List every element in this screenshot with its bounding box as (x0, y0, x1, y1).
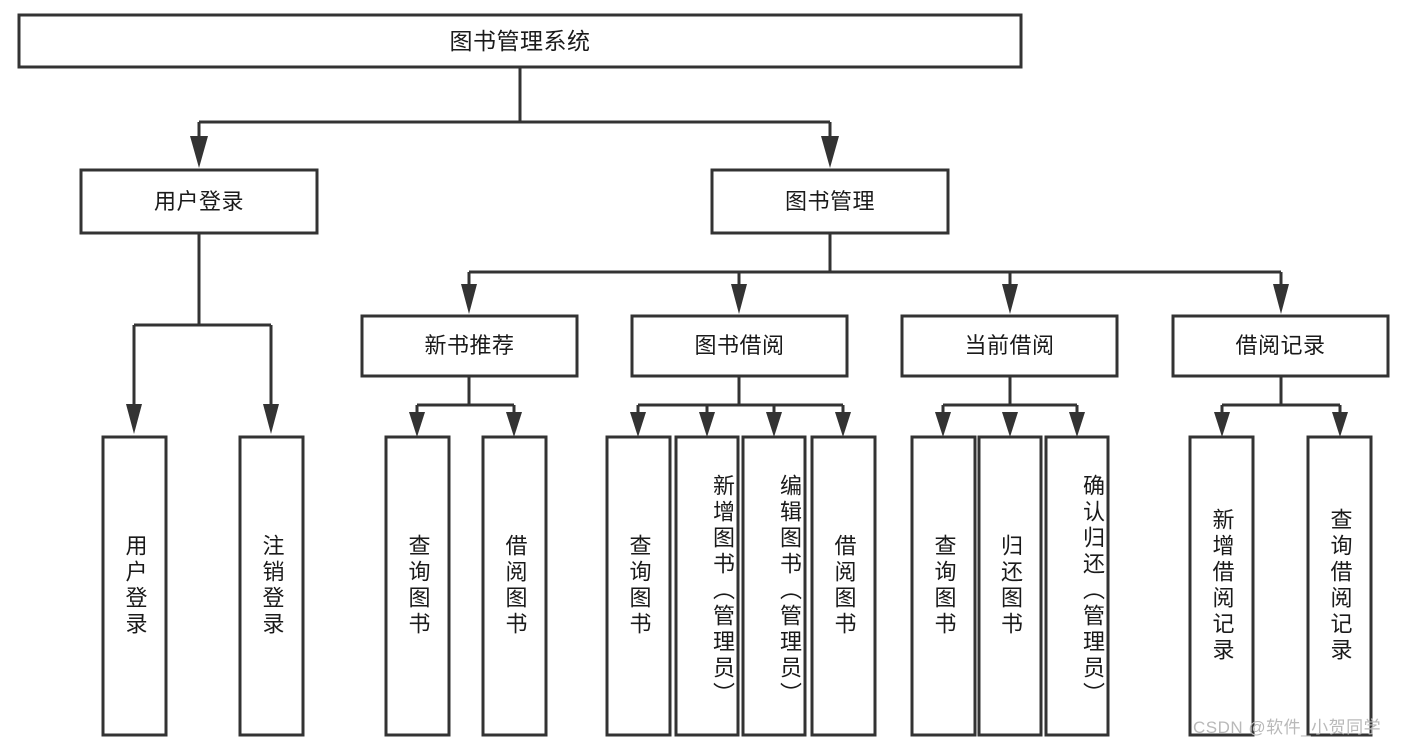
node-box-leaf-query-record[interactable] (1306, 435, 1373, 737)
node-box-leaf-logout-login[interactable] (238, 435, 305, 737)
node-box-borrow-record[interactable] (1171, 314, 1390, 378)
node-box-leaf-return-book[interactable] (977, 435, 1043, 737)
node-box-book-management[interactable] (710, 168, 950, 235)
node-box-current-borrow[interactable] (900, 314, 1119, 378)
node-box-leaf-add-record[interactable] (1188, 435, 1255, 737)
node-box-book-borrow[interactable] (630, 314, 849, 378)
node-box-user-login[interactable] (79, 168, 319, 235)
connector-bookborrow-to-leaves (630, 376, 851, 437)
node-box-leaf-query-book-1[interactable] (384, 435, 451, 737)
watermark-text: CSDN @软件_小贺同学 (1193, 718, 1382, 737)
node-box-leaf-edit-book[interactable] (741, 435, 807, 737)
connector-borrowrecord-to-leaves (1214, 376, 1348, 437)
connector-userlogin-to-leaves (126, 233, 279, 434)
connector-currentborrow-to-leaves (935, 376, 1085, 437)
connector-bookmgmt-to-level3 (461, 233, 1289, 314)
node-box-leaf-borrow-book-1[interactable] (481, 435, 548, 737)
node-box-leaf-add-book[interactable] (674, 435, 740, 737)
node-box-leaf-query-book-3[interactable] (910, 435, 977, 737)
connector-root-to-level2 (190, 67, 839, 168)
node-box-leaf-borrow-book-2[interactable] (810, 435, 877, 737)
node-box-new-book-recommend[interactable] (360, 314, 579, 378)
node-box-leaf-query-book-2[interactable] (605, 435, 672, 737)
node-box-leaf-user-login[interactable] (101, 435, 168, 737)
node-box-leaf-confirm-return[interactable] (1044, 435, 1110, 737)
node-box-root[interactable] (17, 13, 1023, 69)
connector-newbook-to-leaves (409, 376, 522, 437)
